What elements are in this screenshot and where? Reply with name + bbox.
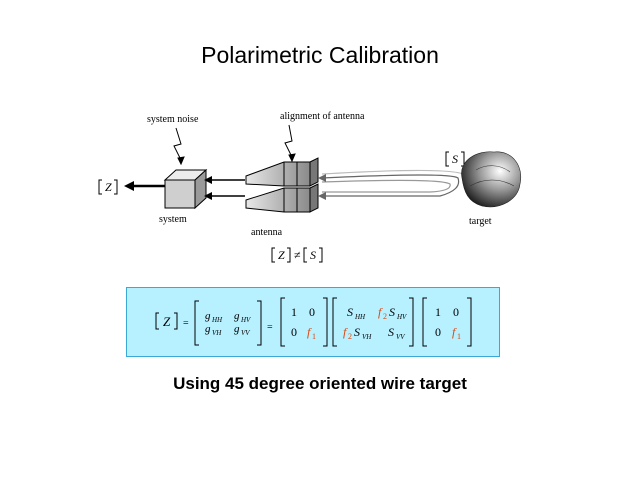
- distortion-matrix-right: 1 0 0 f 1: [422, 297, 472, 347]
- system-label: system: [159, 214, 187, 225]
- svg-text:HV: HV: [240, 316, 251, 324]
- antenna-horns: [245, 157, 319, 213]
- svg-text:f: f: [343, 325, 348, 339]
- scattering-matrix: S HH f 2 S HV f 2 S VH S VV: [332, 297, 414, 347]
- svg-text:Z: Z: [163, 314, 171, 329]
- svg-text:S: S: [354, 325, 360, 339]
- svg-text:S: S: [310, 248, 316, 262]
- equation-z: Z =: [155, 312, 189, 330]
- svg-text:0: 0: [435, 325, 441, 339]
- svg-text:HV: HV: [396, 313, 407, 321]
- alignment-label: alignment of antenna: [280, 111, 365, 122]
- svg-text:=: =: [267, 322, 273, 333]
- gain-matrix: g HH g HV g VH g VV =: [194, 300, 273, 346]
- svg-text:g: g: [234, 323, 240, 335]
- output-arrow: [124, 181, 165, 191]
- svg-text:1: 1: [312, 332, 316, 341]
- svg-text:S: S: [452, 152, 458, 166]
- signal-paths: [318, 169, 467, 200]
- svg-text:1: 1: [435, 305, 441, 319]
- svg-text:VV: VV: [396, 333, 405, 341]
- svg-text:=: =: [183, 318, 189, 329]
- svg-text:0: 0: [291, 325, 297, 339]
- svg-text:VV: VV: [241, 329, 250, 337]
- target-label: target: [469, 216, 492, 227]
- svg-text:Z: Z: [278, 248, 285, 262]
- calibration-equation-box: Z = g HH g HV g VH g VV = 1 0 0 f 1: [126, 287, 500, 357]
- svg-text:1: 1: [291, 305, 297, 319]
- svg-text:f: f: [378, 305, 383, 319]
- page-title: Polarimetric Calibration: [201, 42, 439, 68]
- svg-text:f: f: [307, 325, 312, 339]
- svg-text:g: g: [205, 323, 211, 335]
- svg-text:VH: VH: [212, 329, 222, 337]
- svg-text:S: S: [389, 305, 395, 319]
- svg-text:S: S: [388, 325, 394, 339]
- svg-text:2: 2: [383, 312, 387, 321]
- svg-text:VH: VH: [362, 333, 372, 341]
- distortion-matrix-left: 1 0 0 f 1: [280, 297, 328, 347]
- svg-text:Z: Z: [105, 180, 112, 194]
- svg-text:1: 1: [457, 332, 461, 341]
- svg-text:0: 0: [453, 305, 459, 319]
- antenna-label: antenna: [251, 227, 283, 238]
- z-not-equal-s: Z ≠ S: [271, 247, 323, 263]
- system-block: [163, 168, 208, 210]
- target-object: [461, 151, 522, 208]
- svg-text:f: f: [452, 325, 457, 339]
- s-target-label: S: [445, 151, 465, 167]
- svg-text:2: 2: [348, 332, 352, 341]
- svg-text:HH: HH: [354, 313, 366, 321]
- z-output-label: Z: [98, 179, 118, 195]
- svg-text:HH: HH: [211, 316, 223, 324]
- svg-text:S: S: [347, 305, 353, 319]
- caption: Using 45 degree oriented wire target: [173, 374, 467, 393]
- system-noise-arrow: [173, 127, 185, 166]
- svg-text:0: 0: [309, 305, 315, 319]
- antenna-to-system-arrows: [204, 176, 245, 200]
- svg-text:g: g: [234, 310, 240, 322]
- svg-text:≠: ≠: [294, 248, 301, 262]
- system-noise-label: system noise: [147, 114, 199, 125]
- svg-text:g: g: [205, 310, 211, 322]
- equation-svg: Z = g HH g HV g VH g VV = 1 0 0 f 1: [155, 297, 472, 347]
- alignment-arrow: [284, 124, 296, 163]
